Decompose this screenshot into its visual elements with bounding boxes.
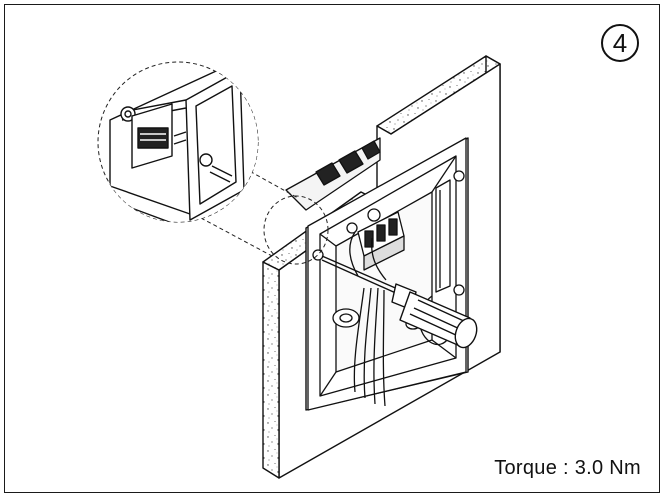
- torque-caption: Torque : 3.0 Nm: [494, 457, 641, 479]
- step-number: 4: [612, 28, 628, 58]
- magnified-detail: [97, 61, 259, 223]
- step-number-badge: 4: [601, 24, 639, 62]
- back-box: [285, 137, 467, 411]
- screwdriver: [321, 255, 478, 349]
- detail-callout: [200, 167, 329, 265]
